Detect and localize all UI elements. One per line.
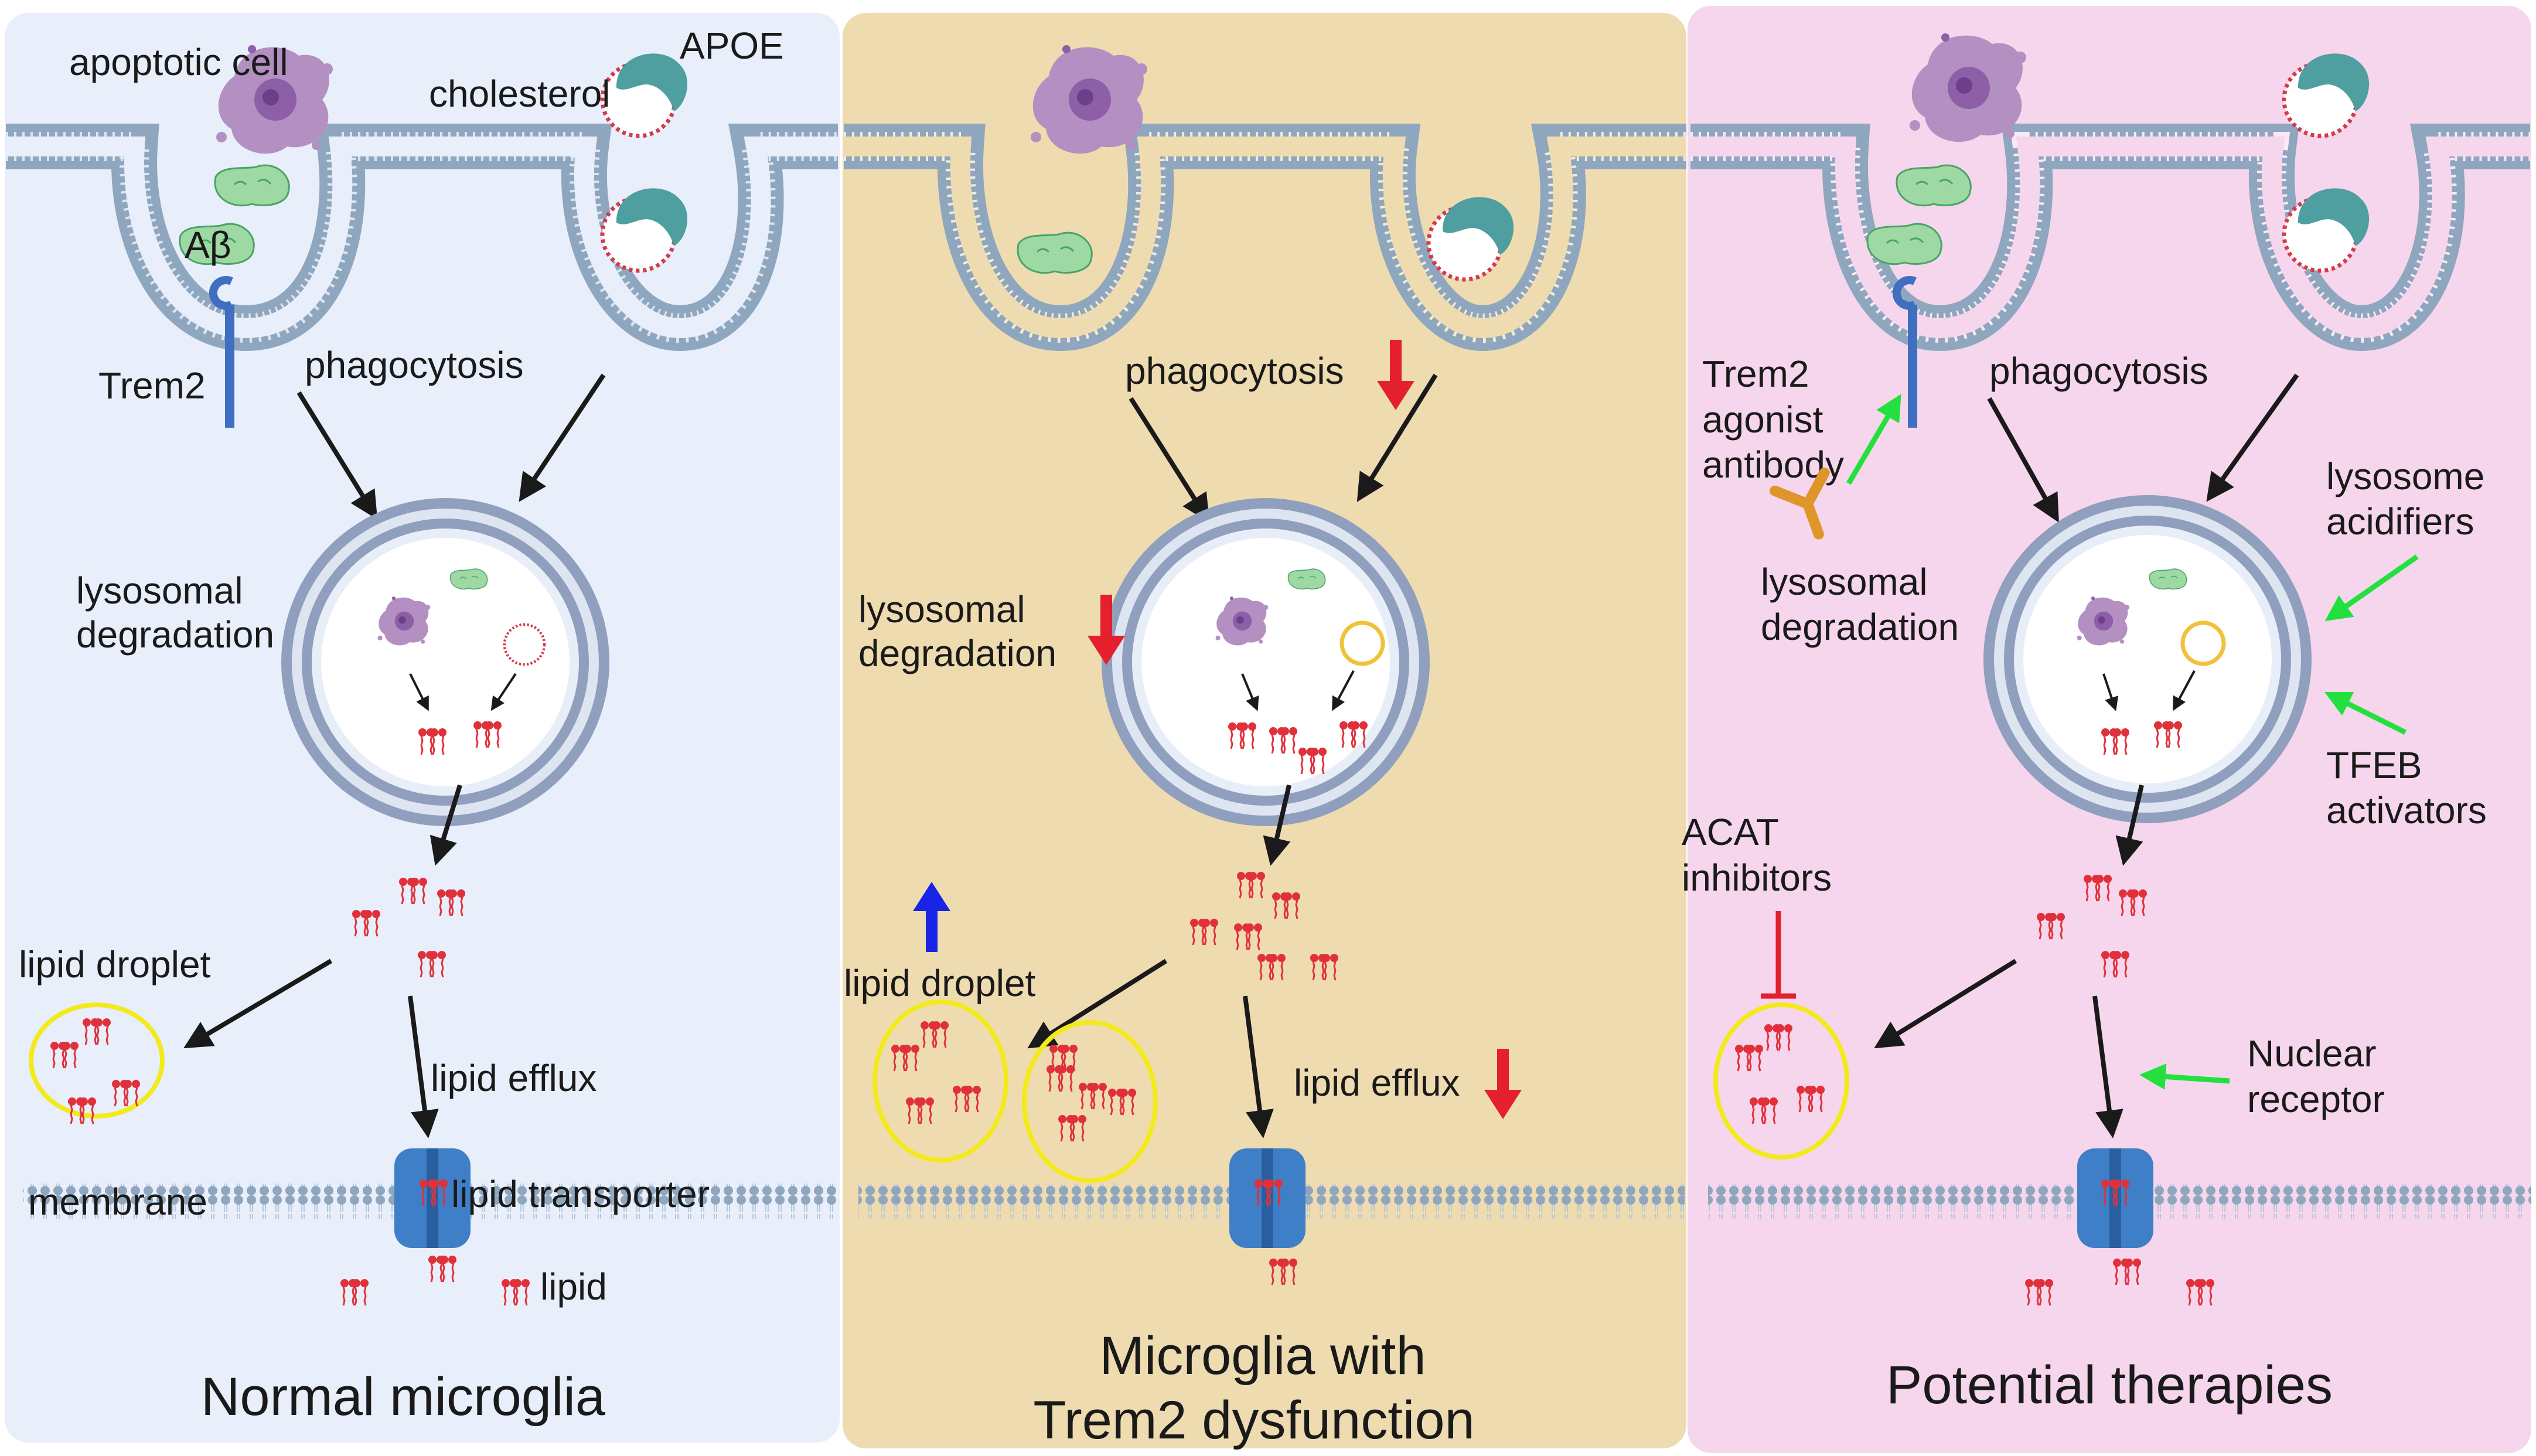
lipid-droplet-icon — [872, 1000, 1008, 1162]
abeta-icon — [1896, 164, 1972, 207]
panel-title-therapies: Potential therapies — [1886, 1355, 2333, 1415]
lipid-droplet-arrow — [183, 959, 333, 1049]
plasma-membrane — [844, 124, 1686, 352]
lipid-efflux-label: lipid efflux — [431, 1057, 596, 1099]
lysosomal-degradation-label-2: degradation — [76, 613, 274, 656]
tfeb-activators-label-2: activators — [2326, 789, 2487, 831]
lipid-transporter-icon — [2077, 1148, 2153, 1248]
plasma-membrane — [6, 124, 838, 352]
lipid-droplet-icon — [1713, 1003, 1849, 1160]
lysosomal-degradation-label-1: lysosomal — [858, 588, 1025, 630]
panel-normal: apoptotic cell APOE cholesterol Aβ Trem2… — [6, 25, 838, 1427]
degradation-arrow — [490, 673, 517, 711]
degradation-arrow — [1332, 670, 1355, 711]
lipid-droplet-label: lipid droplet — [844, 962, 1036, 1004]
lipid-droplet-icon — [29, 1003, 165, 1119]
lipid-efflux-decrease-arrow — [1484, 1049, 1522, 1119]
lysosomal-degradation-label-1: lysosomal — [1761, 561, 1928, 603]
abeta-icon — [2149, 568, 2187, 590]
abeta-icon — [1287, 568, 1326, 590]
lysosome-acidifiers-arrow — [2324, 554, 2419, 622]
trem2-label: Trem2 — [98, 364, 206, 407]
antibody-icon — [1770, 468, 1830, 540]
cholesterol-particle-icon — [1339, 620, 1385, 666]
phagocytosis-arrow — [1356, 373, 1438, 502]
degradation-decrease-arrow — [1088, 595, 1125, 665]
apoe-label: APOE — [680, 25, 784, 67]
lipid-droplet-arrow — [1874, 959, 2017, 1049]
trem2-agonist-arrow — [1846, 394, 1901, 485]
lysosome-icon — [281, 498, 609, 826]
cholesterol-particle-icon — [2180, 620, 2226, 666]
abeta-icon — [449, 568, 488, 590]
trem2-receptor-icon — [209, 276, 234, 428]
membrane-label: membrane — [28, 1181, 207, 1223]
lipid-efflux-arrow — [2092, 995, 2123, 1138]
panel-title-dysfunction-1: Microglia with — [1099, 1326, 1426, 1386]
tfeb-activators-arrow — [2324, 691, 2407, 735]
panel-therapies: Trem2 agonist antibody phagocytosis lyso… — [1682, 33, 2531, 1415]
abeta-icon — [1017, 231, 1093, 274]
nuclear-receptor-label-1: Nuclear — [2247, 1032, 2377, 1075]
lipid-label: lipid — [540, 1266, 607, 1308]
abeta-icon — [214, 164, 290, 207]
cholesterol-particle-icon — [503, 623, 546, 666]
lysosome-exit-arrow — [2115, 785, 2144, 866]
lipid-efflux-arrow — [408, 995, 439, 1138]
tfeb-activators-label-1: TFEB — [2326, 744, 2422, 786]
lysosome-exit-arrow — [430, 784, 462, 866]
lysosomal-degradation-label-2: degradation — [1761, 606, 1959, 648]
lysosomal-degradation-label-1: lysosomal — [76, 570, 243, 612]
trem2-agonist-label-1: Trem2 — [1702, 353, 1809, 395]
panel-title-dysfunction-2: Trem2 dysfunction — [1033, 1390, 1474, 1450]
lysosome-icon — [1983, 495, 2312, 823]
lipid-efflux-arrow — [1243, 995, 1274, 1138]
degradation-arrow — [2102, 673, 2119, 711]
lysosome-acidifiers-label-1: lysosome — [2326, 455, 2484, 497]
lysosome-icon — [1102, 498, 1430, 826]
phagocytosis-arrow — [1987, 397, 2059, 523]
nuclear-receptor-label-2: receptor — [2247, 1078, 2385, 1120]
nuclear-receptor-arrow — [2139, 1063, 2230, 1090]
plasma-membrane — [1690, 124, 2530, 352]
abeta-icon — [1866, 223, 1942, 265]
lipid-efflux-label: lipid efflux — [1294, 1062, 1460, 1104]
phagocytosis-arrow — [2206, 373, 2299, 502]
degradation-arrow — [409, 673, 429, 711]
phagocytosis-label: phagocytosis — [1989, 350, 2208, 392]
acat-inhibitors-label-1: ACAT — [1682, 811, 1779, 853]
lipid-transporter-label: lipid transporter — [451, 1173, 710, 1215]
cholesterol-label: cholesterol — [429, 73, 611, 115]
degradation-arrow — [1241, 673, 1259, 711]
panel-title-normal: Normal microglia — [201, 1367, 606, 1427]
lysosomal-degradation-label-2: degradation — [858, 632, 1056, 674]
acat-inhibition-bar — [1761, 911, 1796, 999]
lipid-droplet-icon — [1022, 1020, 1158, 1183]
abeta-label: Aβ — [185, 224, 231, 266]
lipid-droplet-increase-arrow — [913, 882, 950, 952]
degradation-arrow — [2173, 670, 2196, 711]
apoptotic-cell-label: apoptotic cell — [69, 41, 288, 83]
lysosome-acidifiers-label-2: acidifiers — [2326, 500, 2474, 543]
phagocytosis-arrow — [519, 373, 606, 502]
lysosome-exit-arrow — [1263, 785, 1291, 866]
lipid-droplet-arrow — [1027, 959, 1168, 1049]
trem2-receptor-icon — [1892, 276, 1917, 428]
trem2-agonist-label-2: agonist — [1702, 398, 1823, 441]
phagocytosis-arrow — [296, 391, 378, 520]
acat-inhibitors-label-2: inhibitors — [1682, 857, 1832, 899]
phagocytosis-label: phagocytosis — [1125, 350, 1344, 392]
phagocytosis-decrease-arrow — [1377, 340, 1414, 410]
lipid-droplet-label: lipid droplet — [19, 943, 211, 986]
panel-dysfunction: phagocytosis lysosomal degradation — [844, 45, 1686, 1450]
phagocytosis-arrow — [1129, 397, 1210, 523]
phagocytosis-label: phagocytosis — [305, 344, 524, 386]
